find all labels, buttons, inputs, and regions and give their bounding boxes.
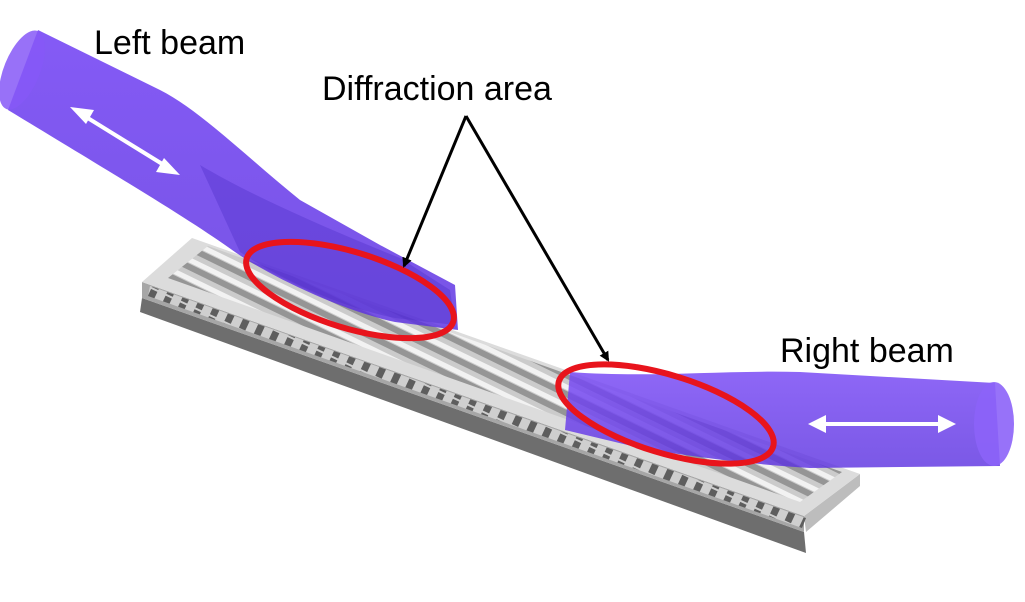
left-beam-label: Left beam: [94, 24, 245, 62]
right-diffraction-ellipse: [555, 361, 777, 467]
right-beam-body: [565, 371, 1000, 468]
left-beam-body: [8, 30, 458, 330]
grating-right-face: [804, 474, 860, 532]
grating-bottom-edge: [140, 298, 806, 553]
left-polarization-arrow: [70, 107, 180, 175]
pointer-arrow-left: [402, 115, 468, 268]
diffraction-area-label: Diffraction area: [322, 70, 552, 108]
right-beam: [565, 371, 1014, 468]
diffraction-pointer-arrows: [402, 115, 610, 362]
right-polarization-arrow: [808, 415, 956, 433]
grating-teeth-row: [148, 286, 806, 528]
left-diffraction-ellipse: [243, 238, 457, 342]
right-beam-label: Right beam: [780, 332, 954, 370]
pointer-arrow-right: [464, 115, 610, 362]
left-beam-end-cap: [0, 30, 45, 110]
diffraction-highlights: [243, 238, 777, 467]
right-beam-end-cap: [974, 382, 1014, 466]
